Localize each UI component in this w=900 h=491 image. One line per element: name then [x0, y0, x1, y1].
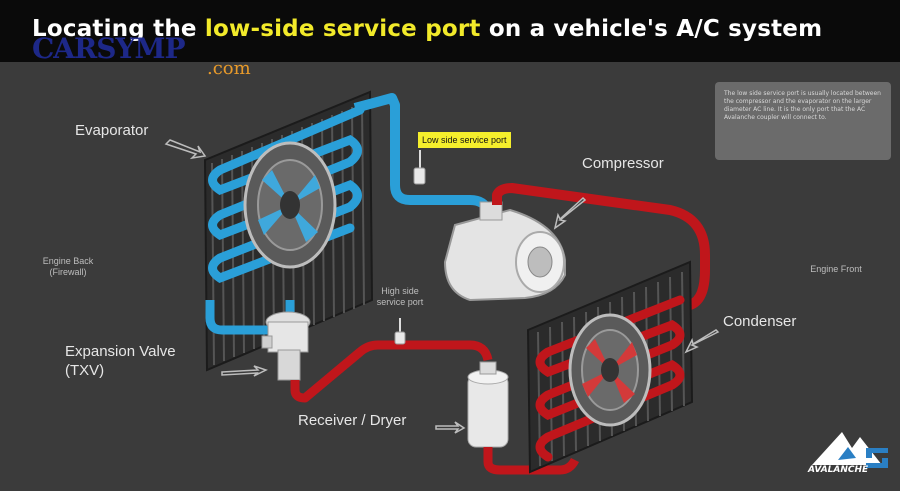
label-evaporator: Evaporator — [75, 122, 149, 139]
label-expansion-valve-line1: Expansion Valve — [65, 343, 176, 360]
info-note: The low side service port is usually loc… — [715, 82, 891, 160]
page-title: Locating the low-side service port on a … — [32, 16, 822, 42]
evaporator-fan — [243, 141, 337, 269]
label-high-side-port: High side service port — [365, 286, 435, 308]
label-engine-back-line2: (Firewall) — [49, 267, 87, 277]
label-receiver-dryer: Receiver / Dryer — [298, 412, 407, 429]
brand-name: AVALANCHE — [808, 465, 869, 475]
low-side-service-port[interactable] — [413, 150, 426, 185]
high-side-service-port[interactable] — [394, 318, 406, 345]
low-side-port-callout: Low side service port — [418, 132, 511, 148]
pointer-arrows — [164, 139, 720, 434]
label-engine-back-line1: Engine Back — [42, 256, 94, 266]
label-engine-back: Engine Back (Firewall) — [28, 256, 108, 278]
watermark-domain: .com — [207, 58, 251, 79]
title-prefix: Locating the — [32, 16, 205, 42]
label-engine-front: Engine Front — [810, 264, 862, 274]
compressor — [443, 201, 566, 302]
title-bar — [0, 0, 900, 62]
receiver-to-condenser-line — [483, 447, 580, 475]
title-highlight: low-side service port — [204, 16, 481, 42]
condenser-fan — [568, 313, 652, 427]
avalanche-logo — [812, 432, 888, 468]
label-high-side-line2: service port — [376, 297, 424, 307]
label-high-side-line1: High side — [381, 286, 419, 296]
receiver-dryer — [467, 361, 509, 448]
high-side-discharge-line — [492, 183, 710, 310]
label-expansion-valve: Expansion Valve (TXV) — [65, 342, 176, 380]
label-compressor: Compressor — [582, 155, 664, 172]
title-suffix: on a vehicle's A/C system — [480, 16, 823, 42]
label-condenser: Condenser — [723, 313, 797, 330]
high-side-liquid-line — [290, 340, 493, 403]
watermark-logo: CARSYMP — [32, 32, 186, 65]
low-side-line — [353, 93, 493, 214]
label-expansion-valve-line2: (TXV) — [65, 362, 105, 379]
expansion-valve — [261, 311, 311, 381]
